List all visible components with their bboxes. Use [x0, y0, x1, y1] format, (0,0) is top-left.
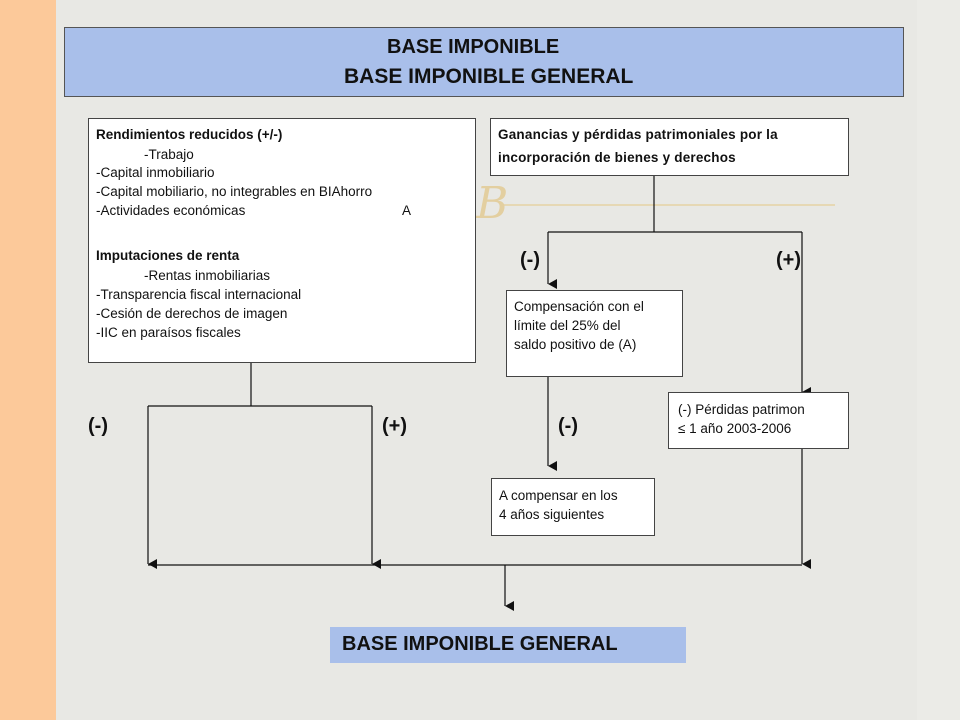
- right-margin: [917, 0, 960, 720]
- result-box: BASE IMPONIBLE GENERAL: [330, 627, 686, 663]
- compensation-box: Compensación con el límite del 25% del s…: [506, 290, 683, 377]
- future-line: 4 años siguientes: [499, 507, 605, 522]
- imputaciones-heading: Imputaciones de renta: [96, 248, 240, 263]
- title-banner: BASE IMPONIBLE BASE IMPONIBLE GENERAL: [64, 27, 904, 97]
- title-line-1: BASE IMPONIBLE: [387, 36, 560, 58]
- left-accent-stripe: [0, 0, 56, 720]
- svg-text:B: B: [475, 178, 508, 229]
- future-line: A compensar en los: [499, 488, 618, 503]
- ganancias-box: Ganancias y pérdidas patrimoniales por l…: [490, 118, 849, 176]
- rendimientos-item: -Capital inmobiliario: [96, 165, 215, 180]
- ganancias-line-1: Ganancias y pérdidas patrimoniales por l…: [498, 127, 778, 142]
- ornament-icon: B: [475, 178, 835, 229]
- sign-minus-middle: (-): [558, 415, 578, 437]
- imputaciones-item: -Rentas inmobiliarias: [144, 268, 271, 283]
- rendimientos-item: -Capital mobiliario, no integrables en B…: [96, 184, 373, 199]
- compensation-line: Compensación con el: [514, 299, 644, 314]
- marker-a: A: [402, 203, 412, 218]
- ganancias-line-2: incorporación de bienes y derechos: [498, 150, 736, 165]
- imputaciones-item: -IIC en paraísos fiscales: [96, 325, 241, 340]
- sign-plus-left: (+): [382, 415, 407, 437]
- imputaciones-item: -Transparencia fiscal internacional: [96, 287, 302, 302]
- rendimientos-item: -Actividades económicas: [96, 203, 246, 218]
- losses-box: (-) Pérdidas patrimon ≤ 1 año 2003-2006: [668, 392, 849, 449]
- title-line-2: BASE IMPONIBLE GENERAL: [344, 65, 634, 88]
- sign-minus-left: (-): [88, 415, 108, 437]
- future-compensation-box: A compensar en los 4 años siguientes: [491, 478, 655, 536]
- rendimientos-heading: Rendimientos reducidos (+/-): [96, 127, 283, 142]
- compensation-line: saldo positivo de (A): [514, 337, 637, 352]
- rendimientos-box: Rendimientos reducidos (+/-) -Trabajo -C…: [88, 118, 476, 363]
- compensation-line: límite del 25% del: [514, 318, 621, 333]
- imputaciones-item: -Cesión de derechos de imagen: [96, 306, 288, 321]
- rendimientos-item: -Trabajo: [144, 147, 194, 162]
- sign-plus-right: (+): [776, 249, 801, 271]
- result-label: BASE IMPONIBLE GENERAL: [342, 633, 618, 655]
- losses-line: ≤ 1 año 2003-2006: [678, 421, 792, 436]
- losses-line: (-) Pérdidas patrimon: [678, 402, 805, 417]
- sign-minus-right: (-): [520, 249, 540, 271]
